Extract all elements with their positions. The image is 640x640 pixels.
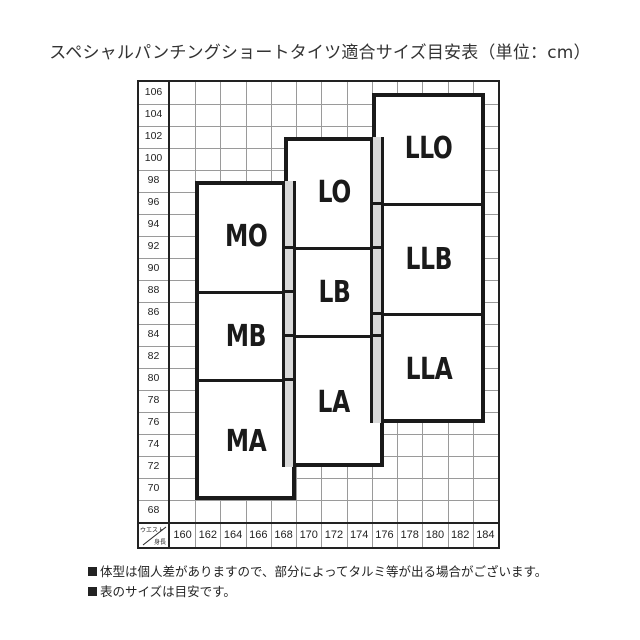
y-tick-label: 88 xyxy=(147,284,160,296)
overlap-band-l-ll xyxy=(369,137,384,423)
overlap-divider xyxy=(284,290,293,293)
size-chart: 106 104 102 100 98 96 94 92 90 88 86 84 82 80 78 76 74 72… xyxy=(137,80,500,549)
y-tick-label: 106 xyxy=(144,86,163,98)
square-bullet-icon xyxy=(88,587,97,596)
y-tick-label: 82 xyxy=(147,350,160,362)
overlap-divider xyxy=(284,246,293,249)
size-cell-la: LA xyxy=(287,335,381,467)
x-tick-label: 178 xyxy=(400,529,419,541)
overlap-divider xyxy=(372,246,381,249)
size-label: MB xyxy=(225,319,267,354)
waist-label: ウエスト xyxy=(140,527,165,534)
x-tick-label: 164 xyxy=(223,529,243,541)
y-tick-label: 102 xyxy=(144,130,163,142)
y-tick-label: 104 xyxy=(144,108,163,120)
y-tick-label: 94 xyxy=(147,218,160,230)
y-tick-label: 92 xyxy=(147,240,160,252)
y-tick-label: 86 xyxy=(147,306,160,318)
size-cell-llb: LLB xyxy=(375,203,482,313)
size-label: LLO xyxy=(404,130,453,166)
y-tick-label: 78 xyxy=(147,394,160,406)
x-tick-label: 182 xyxy=(450,529,470,541)
x-tick-label: 166 xyxy=(249,529,268,541)
y-tick-label: 72 xyxy=(147,460,160,472)
y-tick-label: 80 xyxy=(147,372,160,384)
y-tick-label: 76 xyxy=(147,416,160,428)
size-label: MA xyxy=(225,423,266,459)
size-cell-lla: LLA xyxy=(375,313,482,423)
y-tick-label: 98 xyxy=(147,174,160,186)
axis-divider xyxy=(168,82,170,547)
x-tick-label: 160 xyxy=(173,529,192,541)
size-label: LO xyxy=(317,174,351,210)
size-label: LLA xyxy=(405,352,452,387)
overlap-divider xyxy=(372,334,381,337)
size-box-ll: LLO LLB LLA xyxy=(371,93,486,423)
note-2: 表のサイズは目安です。 xyxy=(88,582,547,602)
overlap-divider xyxy=(284,378,293,381)
y-tick-label: 74 xyxy=(147,438,160,450)
notes: 体型は個人差がありますので、部分によってタルミ等が出る場合がございます。 表のサ… xyxy=(88,562,547,602)
overlap-divider xyxy=(284,334,293,337)
x-tick-label: 168 xyxy=(274,529,293,541)
y-tick-label: 68 xyxy=(147,504,160,516)
size-label: MO xyxy=(224,218,267,254)
y-tick-label: 84 xyxy=(147,328,160,340)
grid-line xyxy=(139,500,498,501)
grid-line xyxy=(139,478,498,479)
x-tick-label: 184 xyxy=(476,529,495,541)
size-cell-lb: LB xyxy=(287,247,381,335)
axis-divider xyxy=(139,522,498,524)
size-cell-ma: MA xyxy=(199,379,293,500)
size-label: LLB xyxy=(405,242,452,277)
y-tick-label: 70 xyxy=(147,482,160,494)
square-bullet-icon xyxy=(88,567,97,576)
x-tick-label: 180 xyxy=(425,529,445,541)
y-tick-label: 96 xyxy=(147,196,160,208)
size-cell-mb: MB xyxy=(199,291,293,379)
overlap-band-m-l xyxy=(281,181,296,467)
size-cell-lo: LO xyxy=(288,137,381,247)
height-label: 身長 xyxy=(153,539,166,546)
note-1: 体型は個人差がありますので、部分によってタルミ等が出る場合がございます。 xyxy=(88,562,547,582)
x-tick-label: 170 xyxy=(299,529,318,541)
size-cell-llo: LLO xyxy=(376,93,482,203)
axis-corner-label: ウエスト身長 xyxy=(139,524,168,547)
y-tick-label: 100 xyxy=(144,152,163,164)
grid-line xyxy=(139,126,498,127)
size-cell-mo: MO xyxy=(199,181,292,291)
overlap-divider xyxy=(372,202,381,205)
x-tick-label: 174 xyxy=(350,529,369,541)
x-tick-label: 172 xyxy=(324,529,344,541)
size-box-m: MO MB MA xyxy=(195,181,297,500)
page-title: スペシャルパンチングショートタイツ適合サイズ目安表（単位：cm） xyxy=(49,43,591,63)
overlap-divider xyxy=(372,312,381,315)
grid-line xyxy=(139,104,498,105)
size-label: LA xyxy=(317,385,351,420)
x-tick-label: 162 xyxy=(198,529,217,541)
size-label: LB xyxy=(318,275,350,310)
y-tick-label: 90 xyxy=(147,262,160,274)
x-tick-label: 176 xyxy=(375,529,394,541)
